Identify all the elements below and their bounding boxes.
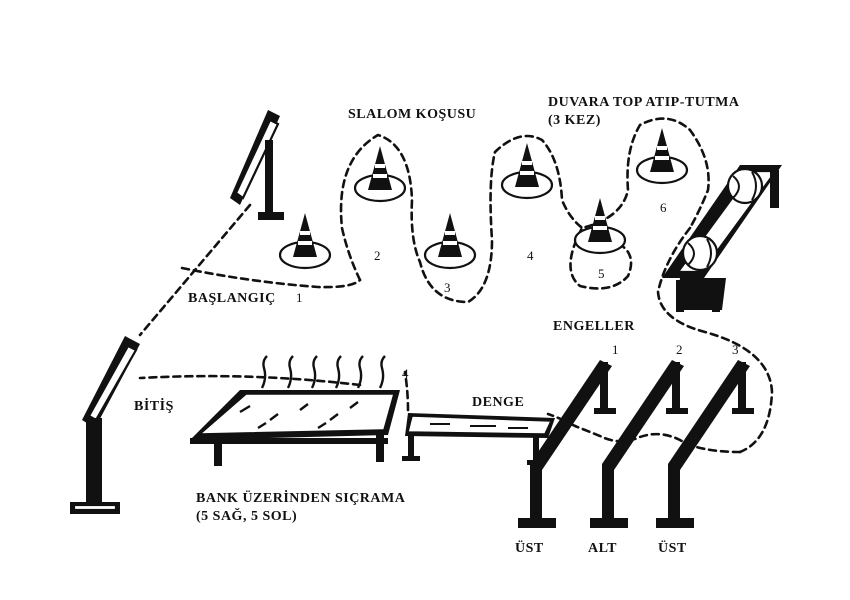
- cone-1: [278, 213, 332, 270]
- hurdle-3: [656, 360, 754, 528]
- cone-2: [353, 146, 407, 203]
- bench-mark-number: 4: [402, 366, 409, 381]
- ball-icon: [681, 234, 719, 272]
- cone-number: 3: [444, 280, 451, 295]
- cone-number: 2: [374, 248, 381, 263]
- hurdle-2: [590, 360, 688, 528]
- finish-label: BİTİŞ: [134, 397, 174, 414]
- start-label: BAŞLANGIÇ: [188, 291, 276, 306]
- hurdle-number: 2: [676, 342, 683, 357]
- hurdle-1: [518, 360, 616, 528]
- jump-bench: [190, 355, 400, 466]
- throw-catch-wall: [662, 165, 782, 312]
- hurdle-number: 1: [612, 342, 619, 357]
- balance-beam: [402, 413, 555, 465]
- start-gate: [230, 110, 284, 220]
- hurdles: [518, 360, 754, 528]
- cone-number: 4: [527, 248, 534, 263]
- jump-marks: [239, 355, 386, 430]
- slalom-cones: [278, 128, 689, 270]
- slalom-label: SLALOM KOŞUSU: [348, 107, 476, 122]
- course-route: [138, 117, 774, 454]
- cone-6: [635, 128, 689, 185]
- balance-label: DENGE: [472, 395, 524, 410]
- cone-number: 1: [296, 290, 303, 305]
- bench-label-count: (5 SAĞ, 5 SOL): [196, 507, 297, 524]
- cone-number: 5: [598, 266, 605, 281]
- wall-label: DUVARA TOP ATIP-TUTMA: [548, 95, 740, 110]
- cone-5: [573, 198, 627, 255]
- hurdle-number: 3: [732, 342, 739, 357]
- hurdle-height-1: ÜST: [515, 539, 544, 556]
- hurdle-height-3: ÜST: [658, 539, 687, 556]
- cone-number: 6: [660, 200, 667, 215]
- bench-label: BANK ÜZERİNDEN SIÇRAMA: [196, 489, 406, 506]
- wall-label-count: (3 KEZ): [548, 113, 601, 128]
- hurdles-label: ENGELLER: [553, 319, 635, 334]
- cone-3: [423, 213, 477, 270]
- cone-4: [500, 143, 554, 200]
- ball-icon: [726, 167, 764, 205]
- finish-gate: [70, 336, 140, 514]
- hurdle-height-2: ALT: [588, 541, 617, 556]
